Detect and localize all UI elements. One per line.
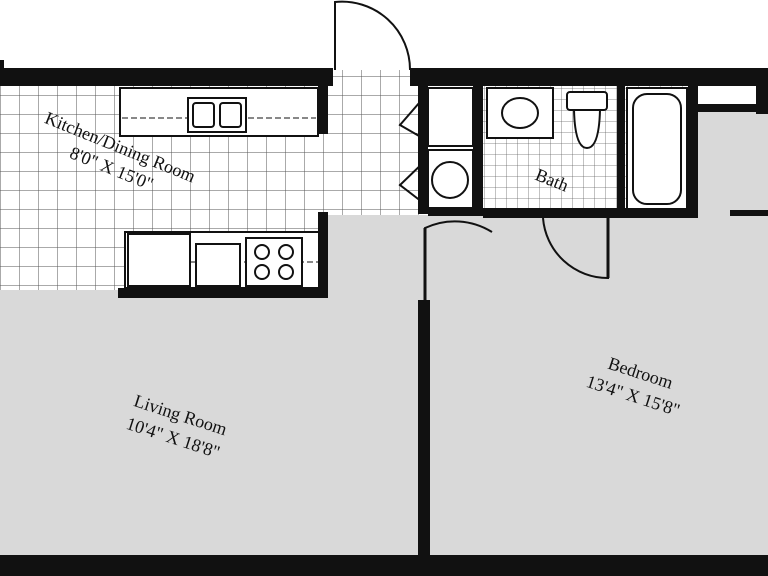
living-room-floor [0,290,425,558]
burner-icon [278,244,294,260]
toilet-bowl-icon [572,109,602,150]
bath-door-icon [542,217,609,280]
walls [0,60,768,576]
hall-door-icon [424,220,493,300]
toilet-tank-icon [566,91,608,111]
burner-icon [254,244,270,260]
refrigerator-icon [127,233,191,287]
sink-basin-left [192,102,215,128]
burner-icon [254,264,270,280]
closet-door-icon [398,159,427,206]
dishwasher-icon [195,243,241,287]
bath-sink-icon [501,97,539,129]
entry-closet [427,87,474,147]
entry-tile-floor [328,70,420,215]
bathtub-basin [632,93,682,205]
stove-icon [245,237,303,287]
closet-door-icon [398,94,427,141]
bedroom-floor [425,215,768,558]
burner-icon [278,264,294,280]
bedroom-closet-floor [695,110,768,220]
sink-basin-right [219,102,242,128]
hall-floor [325,215,430,295]
entry-door-icon [334,0,412,71]
water-heater-icon [431,161,469,199]
